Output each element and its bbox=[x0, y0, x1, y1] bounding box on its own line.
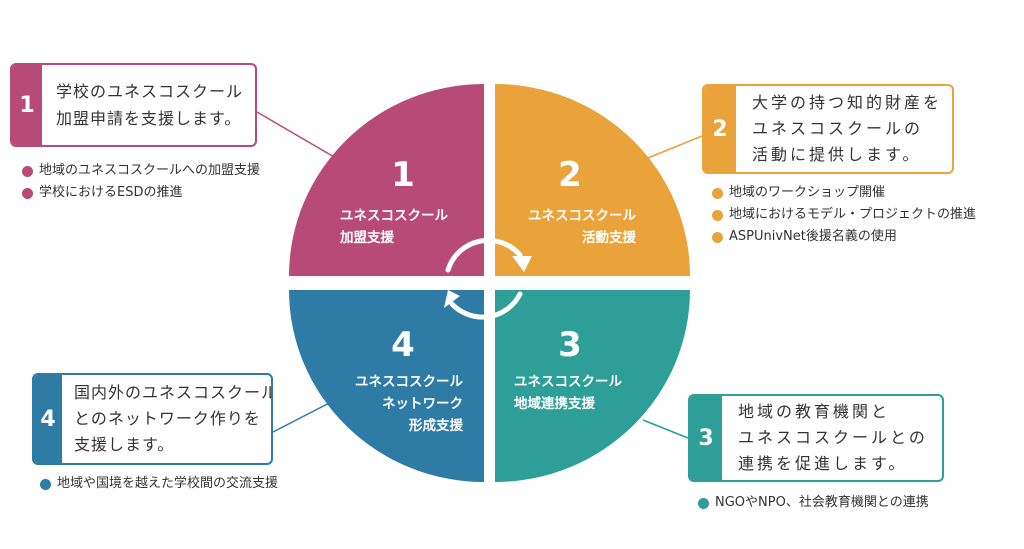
quadrant-2-label-line1: ユネスコスクール bbox=[528, 208, 636, 224]
bullets-2: 地域のワークショップ開催 地域におけるモデル・プロジェクトの推進 ASPUniv… bbox=[712, 182, 976, 248]
quadrant-4-number: 4 bbox=[391, 325, 415, 365]
cycle-arrow-bottom bbox=[449, 291, 523, 320]
quadrant-1-label-line1: ユネスコスクール bbox=[340, 208, 448, 224]
callout-4-line1: 国内外のユネスコスクール bbox=[74, 383, 273, 402]
callout-3-line3: 連携を促進します。 bbox=[738, 454, 908, 473]
quadrant-4 bbox=[289, 290, 484, 482]
callout-2-line1: 大学の持つ知的財産を bbox=[752, 93, 943, 112]
bullet-item: 地域のワークショップ開催 bbox=[712, 182, 976, 204]
callout-2-number: 2 bbox=[704, 86, 736, 172]
connector-1 bbox=[256, 111, 342, 162]
bullet-item: 地域のユネスコスクールへの加盟支援 bbox=[22, 160, 260, 182]
quadrant-2-label-line2: 活動支援 bbox=[582, 229, 636, 246]
bullet-item: ASPUnivNet後援名義の使用 bbox=[712, 226, 976, 248]
quadrant-2 bbox=[495, 84, 690, 276]
callout-3-line1: 地域の教育機関と bbox=[738, 402, 891, 421]
callout-4-line2: とのネットワーク作りを bbox=[74, 409, 261, 428]
connector-3 bbox=[642, 419, 689, 439]
callout-4-line3: 支援します。 bbox=[74, 435, 175, 454]
cycle-arrowhead-top bbox=[512, 256, 532, 272]
quadrant-1-label-line2: 加盟支援 bbox=[339, 229, 394, 246]
quadrant-1 bbox=[289, 84, 484, 276]
callout-2: 2 大学の持つ知的財産を ユネスコスクールの 活動に提供します。 bbox=[702, 84, 954, 174]
callout-1-number: 1 bbox=[12, 65, 42, 145]
bullet-item: 地域や国境を越えた学校間の交流支援 bbox=[40, 473, 278, 495]
quadrant-3-number: 3 bbox=[558, 325, 582, 365]
cycle-arrowhead-bottom bbox=[444, 290, 460, 308]
quadrant-3 bbox=[495, 290, 690, 482]
callout-2-line3: 活動に提供します。 bbox=[752, 145, 922, 164]
cycle-arrow-top bbox=[445, 237, 523, 273]
callout-3-number: 3 bbox=[690, 396, 722, 480]
bullet-item: 地域におけるモデル・プロジェクトの推進 bbox=[712, 204, 976, 226]
quadrant-3-label-line2: 地域連携支援 bbox=[514, 395, 595, 412]
quadrant-4-label-line3: 形成支援 bbox=[409, 417, 463, 434]
callout-3: 3 地域の教育機関と ユネスコスクールとの 連携を促進します。 bbox=[688, 394, 944, 482]
bullet-item: 学校におけるESDの推進 bbox=[22, 182, 260, 204]
bullets-3: NGOやNPO、社会教育機関との連携 bbox=[698, 492, 929, 514]
quadrant-4-label-line1: ユネスコスクール bbox=[355, 374, 463, 390]
callout-1-line2: 加盟申請を支援します。 bbox=[56, 109, 242, 128]
callout-3-line2: ユネスコスクールとの bbox=[738, 428, 928, 447]
callout-4: 4 国内外のユネスコスクール とのネットワーク作りを 支援します。 bbox=[32, 373, 273, 465]
quadrant-4-label-line2: ネットワーク bbox=[382, 396, 463, 412]
bullet-item: NGOやNPO、社会教育機関との連携 bbox=[698, 492, 929, 514]
quadrant-1-number: 1 bbox=[391, 155, 415, 195]
callout-2-line2: ユネスコスクールの bbox=[752, 119, 924, 138]
quadrant-2-number: 2 bbox=[558, 155, 582, 195]
callout-1-line1: 学校のユネスコスクール bbox=[56, 82, 244, 101]
callout-4-number: 4 bbox=[34, 375, 62, 463]
connector-2 bbox=[642, 135, 703, 161]
callout-1: 1 学校のユネスコスクール 加盟申請を支援します。 bbox=[10, 63, 257, 147]
bullets-4: 地域や国境を越えた学校間の交流支援 bbox=[40, 473, 278, 495]
bullets-1: 地域のユネスコスクールへの加盟支援 学校におけるESDの推進 bbox=[22, 160, 260, 204]
quadrant-3-label-line1: ユネスコスクール bbox=[514, 374, 622, 390]
